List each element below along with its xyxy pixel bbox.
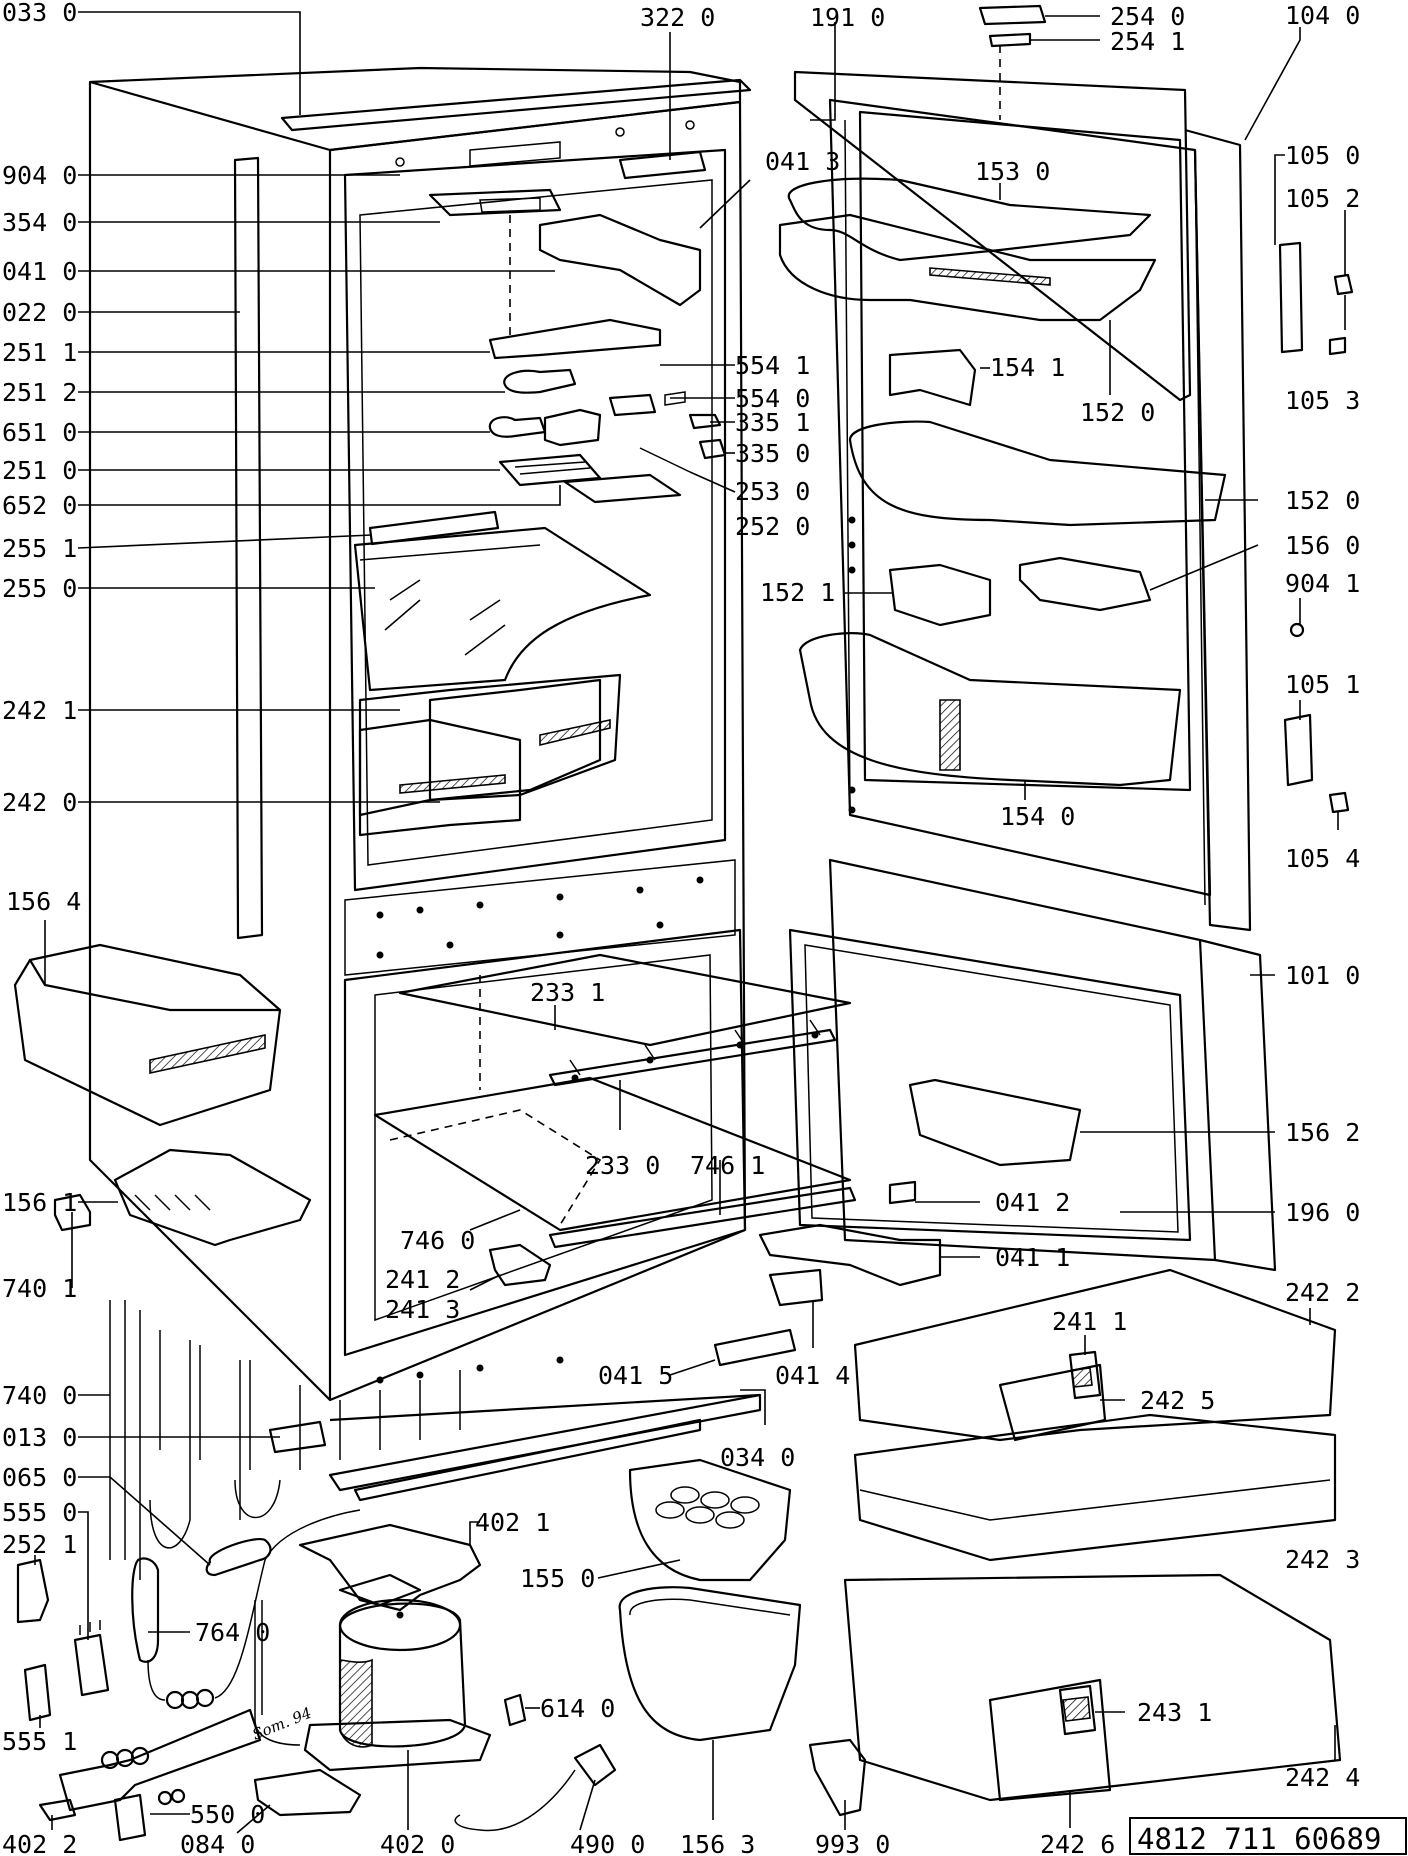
label-746-1: 746 1 bbox=[690, 1151, 765, 1180]
label-084-0: 084 0 bbox=[180, 1830, 255, 1856]
label-242-6: 242 6 bbox=[1040, 1830, 1115, 1856]
label-255-1: 255 1 bbox=[2, 534, 77, 563]
label-402-1: 402 1 bbox=[475, 1508, 550, 1537]
label-740-0: 740 0 bbox=[2, 1381, 77, 1410]
label-254-0: 254 0 bbox=[1110, 2, 1185, 31]
label-651-0: 651 0 bbox=[2, 418, 77, 447]
document-number: 4812 711 60689 bbox=[1137, 1822, 1381, 1856]
label-154-1: 154 1 bbox=[990, 353, 1065, 382]
loose-parts-left bbox=[13, 943, 362, 1842]
label-152-1: 152 1 bbox=[760, 578, 835, 607]
label-252-0: 252 0 bbox=[735, 512, 810, 541]
label-993-0: 993 0 bbox=[815, 1830, 890, 1856]
label-156-0: 156 0 bbox=[1285, 531, 1360, 560]
compressor-assembly bbox=[254, 1509, 617, 1832]
label-104-0: 104 0 bbox=[1285, 1, 1360, 30]
label-614-0: 614 0 bbox=[540, 1694, 615, 1723]
label-550-0: 550 0 bbox=[190, 1800, 265, 1829]
label-233-0: 233 0 bbox=[585, 1151, 660, 1180]
label-022-0: 022 0 bbox=[2, 298, 77, 327]
fridge-door bbox=[778, 4, 1354, 932]
label-746-0: 746 0 bbox=[400, 1226, 475, 1255]
label-033-0: 033 0 bbox=[2, 0, 77, 27]
label-251-1: 251 1 bbox=[2, 338, 77, 367]
label-242-1: 242 1 bbox=[2, 696, 77, 725]
label-555-0: 555 0 bbox=[2, 1498, 77, 1527]
label-254-1: 254 1 bbox=[1110, 27, 1185, 56]
label-156-1: 156 1 bbox=[2, 1188, 77, 1217]
label-242-0: 242 0 bbox=[2, 788, 77, 817]
label-740-1: 740 1 bbox=[2, 1274, 77, 1303]
label-013-0: 013 0 bbox=[2, 1423, 77, 1452]
label-153-0: 153 0 bbox=[975, 157, 1050, 186]
cabinet-back-section bbox=[109, 1300, 762, 1580]
freezer-drawers bbox=[843, 1268, 1342, 1802]
label-252-1: 252 1 bbox=[2, 1530, 77, 1559]
label-555-1: 555 1 bbox=[2, 1727, 77, 1756]
label-233-1: 233 1 bbox=[530, 978, 605, 1007]
label-241-1: 241 1 bbox=[1052, 1307, 1127, 1336]
label-490-0: 490 0 bbox=[570, 1830, 645, 1856]
label-904-0: 904 0 bbox=[2, 161, 77, 190]
label-041-1: 041 1 bbox=[995, 1243, 1070, 1272]
part-labels: 033 0 904 0 354 0 041 0 022 0 251 1 251 … bbox=[2, 0, 1360, 1856]
freezer-door bbox=[788, 858, 1277, 1272]
label-402-0: 402 0 bbox=[380, 1830, 455, 1856]
label-904-1: 904 1 bbox=[1285, 569, 1360, 598]
label-241-2: 241 2 bbox=[385, 1265, 460, 1294]
label-065-0: 065 0 bbox=[2, 1463, 77, 1492]
label-155-0: 155 0 bbox=[520, 1564, 595, 1593]
label-034-0: 034 0 bbox=[720, 1443, 795, 1472]
cabinet-body bbox=[88, 66, 752, 1402]
drawing-note: Som. 94 bbox=[250, 1704, 314, 1744]
label-152-0-top: 152 0 bbox=[1080, 398, 1155, 427]
label-335-1: 335 1 bbox=[735, 408, 810, 437]
document-number-box bbox=[1129, 1817, 1407, 1855]
label-255-0: 255 0 bbox=[2, 574, 77, 603]
label-242-3: 242 3 bbox=[1285, 1545, 1360, 1574]
label-402-2: 402 2 bbox=[2, 1830, 77, 1856]
label-152-0-mid: 152 0 bbox=[1285, 486, 1360, 515]
label-041-4: 041 4 bbox=[775, 1361, 850, 1390]
freezer-shelves bbox=[373, 953, 942, 1367]
label-041-0: 041 0 bbox=[2, 257, 77, 286]
label-253-0: 253 0 bbox=[735, 477, 810, 506]
label-242-2: 242 2 bbox=[1285, 1278, 1360, 1307]
label-354-0: 354 0 bbox=[2, 208, 77, 237]
label-156-3: 156 3 bbox=[680, 1830, 755, 1856]
label-241-3: 241 3 bbox=[385, 1295, 460, 1324]
label-242-5: 242 5 bbox=[1140, 1386, 1215, 1415]
label-335-0: 335 0 bbox=[735, 439, 810, 468]
label-105-2: 105 2 bbox=[1285, 184, 1360, 213]
label-251-0: 251 0 bbox=[2, 456, 77, 485]
label-105-1: 105 1 bbox=[1285, 670, 1360, 699]
label-156-2: 156 2 bbox=[1285, 1118, 1360, 1147]
label-196-0: 196 0 bbox=[1285, 1198, 1360, 1227]
label-554-1: 554 1 bbox=[735, 351, 810, 380]
label-041-5: 041 5 bbox=[598, 1361, 673, 1390]
light-and-thermostat-assembly bbox=[353, 150, 727, 837]
label-101-0: 101 0 bbox=[1285, 961, 1360, 990]
leader-lines bbox=[34, 11, 1346, 1834]
label-251-2: 251 2 bbox=[2, 378, 77, 407]
label-154-0: 154 0 bbox=[1000, 802, 1075, 831]
label-554-0: 554 0 bbox=[735, 384, 810, 413]
label-764-0: 764 0 bbox=[195, 1618, 270, 1647]
label-191-0: 191 0 bbox=[810, 3, 885, 32]
label-105-0: 105 0 bbox=[1285, 141, 1360, 170]
label-041-2: 041 2 bbox=[995, 1188, 1070, 1217]
label-105-3: 105 3 bbox=[1285, 386, 1360, 415]
label-242-4: 242 4 bbox=[1285, 1763, 1360, 1792]
label-322-0: 322 0 bbox=[640, 3, 715, 32]
label-243-1: 243 1 bbox=[1137, 1698, 1212, 1727]
label-041-3: 041 3 bbox=[765, 147, 840, 176]
label-652-0: 652 0 bbox=[2, 491, 77, 520]
door-bins-bottom bbox=[329, 1393, 867, 1817]
label-105-4: 105 4 bbox=[1285, 844, 1360, 873]
label-156-4: 156 4 bbox=[6, 887, 81, 916]
